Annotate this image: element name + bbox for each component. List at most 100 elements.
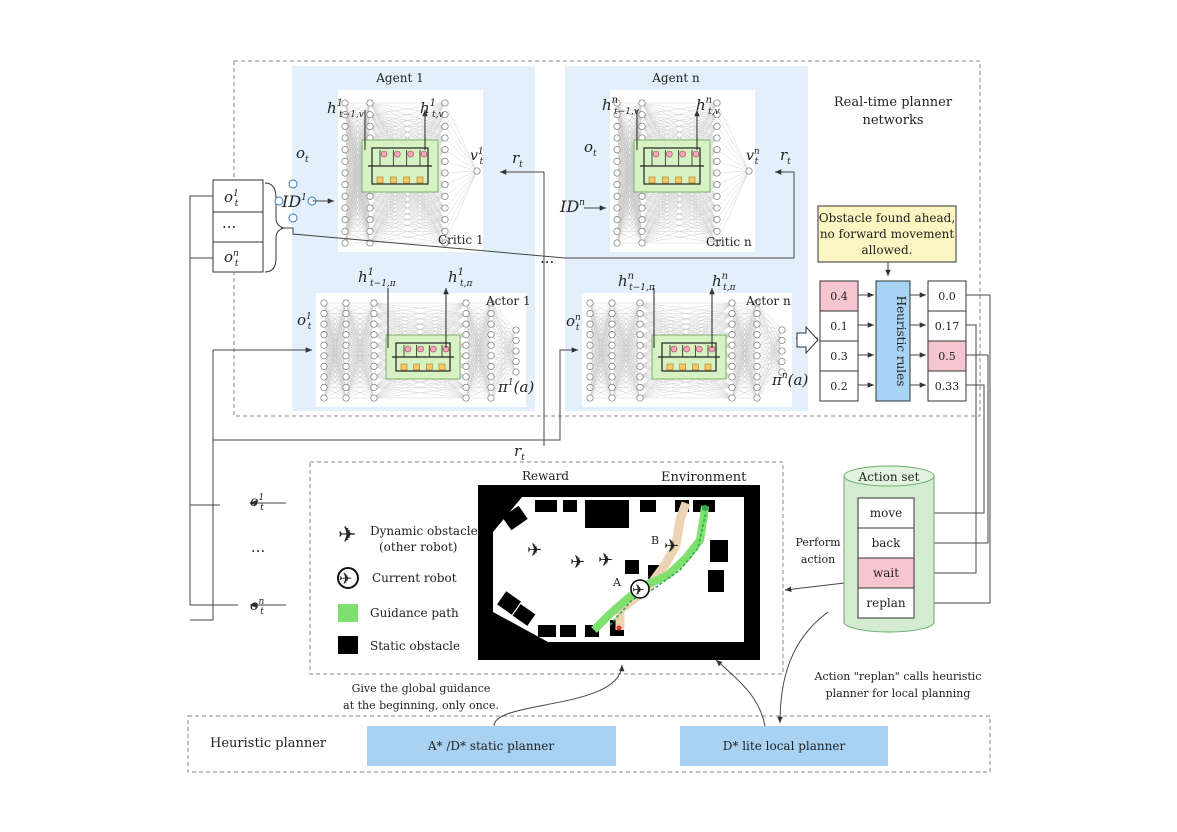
- map-obstacle-8: [708, 570, 724, 592]
- map-dynamic-obstacle-1: ✈: [570, 552, 585, 573]
- note-replan-line2: planner for local planning: [826, 687, 971, 700]
- legend-guidance-label: Guidance path: [370, 606, 459, 620]
- agentn-actor-net: [586, 288, 786, 402]
- map-obstacle-15: [497, 591, 521, 615]
- env-reward-label: Reward: [522, 469, 569, 483]
- prob-out-cell-3: [927, 370, 967, 402]
- note-replan-line1: Action "replan" calls heuristic: [814, 670, 982, 683]
- agentn-actor-label: Actor n: [745, 294, 791, 308]
- map-current-robot: [630, 579, 650, 599]
- agentn-id: IDn: [559, 197, 585, 216]
- action-set-title: Action set: [858, 470, 920, 484]
- neural-network-drawings: [320, 99, 786, 402]
- agentn-o: ot: [584, 138, 597, 159]
- hollow-arrow: [796, 325, 819, 355]
- map-guidance-path: [591, 505, 709, 633]
- obs-stack-dots: ···: [222, 218, 236, 236]
- prob-in-cell-3: [819, 370, 859, 402]
- env-environment-label: Environment: [661, 470, 747, 485]
- action-item-move: [857, 497, 915, 529]
- legend-guidance-swatch: [338, 604, 358, 622]
- prob-out-value-2: 0.5: [938, 350, 956, 363]
- legend: ✈ Dynamic obstacle (other robot) ✈ Curre…: [337, 523, 478, 654]
- map-obstacle-11: [538, 625, 556, 637]
- id-circle-bottom: [288, 213, 298, 223]
- planner-connectors: [493, 611, 829, 727]
- heuristic-rules-label: Heuristic rules: [894, 296, 908, 387]
- action-label-replan: replan: [866, 596, 906, 610]
- connector-lines: [189, 169, 991, 621]
- environment-frame: [309, 461, 784, 675]
- prob-in-cell-2: [819, 340, 859, 372]
- callout-line3: allowed.: [862, 243, 913, 257]
- reward-label-bottom: rt: [514, 442, 525, 463]
- realtime-title-line1: Real-time planner: [834, 95, 953, 110]
- map-obstacle-7: [710, 540, 728, 562]
- static-planner-label: A* /D* static planner: [427, 739, 555, 753]
- agent1-actor-label: Actor 1: [485, 294, 531, 308]
- agentn-critic-label: Critic n: [706, 235, 752, 249]
- callout-line1: Obstacle found ahead,: [819, 211, 955, 225]
- prob-out-cell-2: [927, 340, 967, 372]
- map-obstacle-4: [640, 500, 656, 512]
- map-goal-dot: [702, 505, 708, 511]
- map-label-b: B: [651, 534, 659, 547]
- realtime-title-line2: networks: [862, 113, 923, 128]
- heuristic-planner-title: Heuristic planner: [210, 736, 327, 751]
- map-label-a: A: [612, 576, 622, 589]
- map-dynamic-obstacle-0: ✈: [527, 540, 542, 561]
- legend-static-swatch: [338, 636, 358, 654]
- action-item-back: [857, 527, 915, 559]
- static-planner-box: [367, 726, 616, 766]
- action-item-replan: [857, 587, 915, 619]
- heuristic-planner-frame: [187, 715, 991, 773]
- agentn-title: Agent n: [651, 71, 700, 85]
- agent1-title: Agent 1: [375, 71, 423, 85]
- local-planner-box: [680, 726, 888, 766]
- action-label-move: move: [870, 506, 902, 520]
- probs-output-column: 0.0 0.17 0.5 0.33: [927, 280, 967, 402]
- prob-in-value-2: 0.3: [830, 350, 848, 363]
- id-circle-left: [274, 196, 284, 206]
- map-obstacle-3: [585, 500, 629, 528]
- prob-out-value-1: 0.17: [935, 320, 960, 333]
- prob-out-value-3: 0.33: [935, 380, 960, 393]
- map-start-dot: [616, 625, 622, 631]
- legend-dynamic-line1: Dynamic obstacle: [370, 524, 478, 538]
- prob-out-value-0: 0.0: [938, 290, 956, 303]
- note-global-line1: Give the global guidance: [352, 682, 491, 695]
- prob-in-cell-0: [819, 280, 859, 312]
- legend-dynamic-line2: (other robot): [379, 540, 457, 554]
- map-dynamic-obstacle-3: ✈: [664, 536, 679, 557]
- agentn-pi: πn(a): [771, 371, 808, 389]
- action-label-wait: wait: [873, 566, 899, 580]
- map-planned-route: [609, 511, 707, 626]
- prob-out-cell-1: [927, 310, 967, 342]
- prob-out-cell-0: [927, 280, 967, 312]
- map-obstacle-1: [535, 500, 557, 512]
- prob-in-value-0: 0.4: [830, 290, 848, 303]
- id-circle-top: [288, 179, 298, 189]
- output-dots: ···: [251, 542, 265, 560]
- perform-line2: action: [801, 553, 835, 566]
- legend-dynamic-icon: ✈: [338, 523, 356, 548]
- agentn-critic-net: [613, 99, 753, 247]
- agent1-pi: π1(a): [497, 378, 534, 396]
- agent1-critic-net: [341, 99, 481, 247]
- heuristic-rules-box: [875, 280, 911, 402]
